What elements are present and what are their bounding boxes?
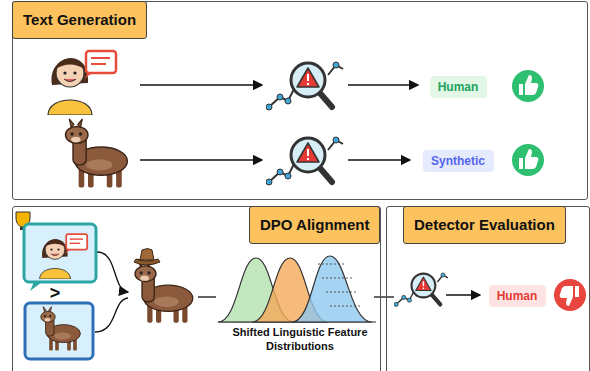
pill-text: Human <box>497 289 538 303</box>
label-pill: Human <box>430 76 487 98</box>
section-header: Text Generation <box>12 1 147 39</box>
label-pill: Synthetic <box>423 150 494 172</box>
section-header: Detector Evaluation <box>403 206 566 244</box>
preference-pair <box>16 212 96 359</box>
human-author-icon <box>48 51 116 115</box>
llama-icon <box>66 119 128 187</box>
annotation-label: Shifted Linguistic Feature Distributions <box>222 326 378 354</box>
section-panel: Detector EvaluationHuman <box>386 206 590 371</box>
distribution-curves <box>218 256 376 322</box>
section-header: DPO Alignment <box>249 206 380 244</box>
annotation-label: > <box>40 282 70 305</box>
section-panel: Text GenerationHumanSynthetic <box>12 1 588 200</box>
pill-text: Human <box>438 80 479 94</box>
thumb-icons <box>512 70 586 311</box>
label-pill: Human <box>489 285 546 307</box>
pill-text: Synthetic <box>431 154 485 168</box>
cowboy-llama <box>134 249 193 323</box>
